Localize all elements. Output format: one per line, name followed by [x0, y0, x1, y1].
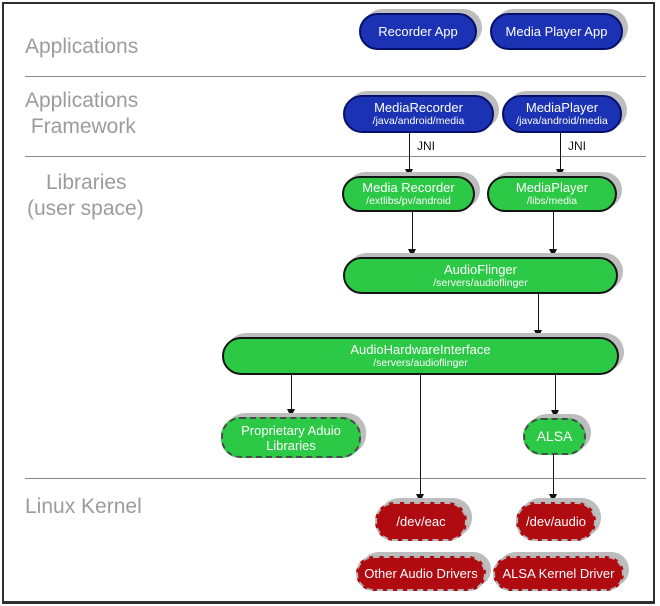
jni-label-right: JNI [568, 139, 586, 153]
node-dev-audio: /dev/audio [516, 502, 596, 541]
node-media-recorder-lib-title: Media Recorder [362, 180, 455, 195]
node-alsa-kernel-driver: ALSA Kernel Driver [493, 556, 624, 591]
node-proprietary-audio-libraries-title: Proprietary Aduio Libraries [241, 422, 341, 453]
node-media-recorder-lib: Media Recorder /extlibs/pv/android [342, 176, 475, 212]
section-label-applications: Applications [25, 35, 139, 58]
node-audiohardwareinterface: AudioHardwareInterface /servers/audiofli… [222, 337, 619, 375]
node-audiohardwareinterface-title: AudioHardwareInterface [350, 342, 491, 357]
arrow-head-icon [415, 494, 424, 502]
node-mediaplayer-framework: MediaPlayer /java/android/media [502, 95, 622, 133]
arrow-head-icon [548, 494, 557, 502]
node-other-audio-drivers-title: Other Audio Drivers [364, 566, 478, 581]
arrow-head-icon [286, 409, 295, 417]
arrow-head-icon [404, 169, 413, 177]
arrow-shaft [554, 375, 556, 410]
arrow-shaft [552, 212, 554, 249]
arrow-head-icon [548, 249, 557, 257]
node-dev-eac-title: /dev/eac [396, 514, 446, 529]
node-mediaplayer-framework-path: /java/android/media [516, 115, 608, 127]
arrow-shaft [559, 133, 561, 169]
node-media-player-app-title: Media Player App [505, 24, 608, 39]
node-alsa-kernel-driver-title: ALSA Kernel Driver [502, 566, 615, 581]
section-label-libraries: Libraries [46, 171, 127, 194]
node-mediaplayer-framework-title: MediaPlayer [525, 100, 599, 115]
node-mediarecorder-framework-title: MediaRecorder [374, 100, 463, 115]
divider-libraries-kernel [25, 478, 646, 479]
node-audiohardwareinterface-path: /servers/audioflinger [373, 357, 468, 369]
node-mediarecorder-framework: MediaRecorder /java/android/media [343, 95, 494, 133]
node-media-recorder-lib-path: /extlibs/pv/android [366, 195, 451, 207]
node-dev-audio-title: /dev/audio [526, 514, 586, 529]
arrow-shaft [290, 375, 292, 409]
node-mediaplayer-lib: MediaPlayer /libs/media [487, 176, 617, 212]
arrow-head-icon [555, 169, 564, 177]
jni-label-left: JNI [417, 139, 435, 153]
node-audioflinger: AudioFlinger /servers/audioflinger [343, 257, 618, 294]
section-label-user-space: (user space) [27, 197, 144, 220]
node-mediarecorder-framework-path: /java/android/media [372, 115, 465, 127]
arrow-head-icon [533, 330, 542, 338]
node-mediaplayer-lib-path: /libs/media [526, 195, 578, 207]
node-other-audio-drivers: Other Audio Drivers [356, 556, 486, 591]
section-label-applications-framework: Applications Framework [25, 89, 139, 138]
arrow-head-icon [407, 249, 416, 257]
arrow-shaft [552, 455, 554, 494]
node-audioflinger-title: AudioFlinger [444, 261, 517, 277]
node-audioflinger-path: /servers/audioflinger [433, 276, 528, 289]
arrow-shaft [419, 375, 421, 494]
node-recorder-app: Recorder App [359, 13, 477, 50]
section-label-linux-kernel: Linux Kernel [25, 495, 142, 518]
divider-framework-libraries [25, 156, 646, 157]
arrow-shaft [408, 133, 410, 169]
arrow-shaft [411, 212, 413, 249]
divider-applications-framework [25, 76, 646, 77]
node-media-player-app: Media Player App [490, 13, 623, 50]
node-alsa: ALSA [523, 418, 586, 455]
arrow-shaft [537, 294, 539, 330]
arrow-head-icon [550, 410, 559, 418]
node-mediaplayer-lib-title: MediaPlayer [515, 180, 589, 195]
node-proprietary-audio-libraries: Proprietary Aduio Libraries [221, 417, 361, 458]
node-alsa-title: ALSA [536, 428, 573, 444]
node-recorder-app-title: Recorder App [378, 24, 458, 39]
node-dev-eac: /dev/eac [375, 502, 467, 541]
